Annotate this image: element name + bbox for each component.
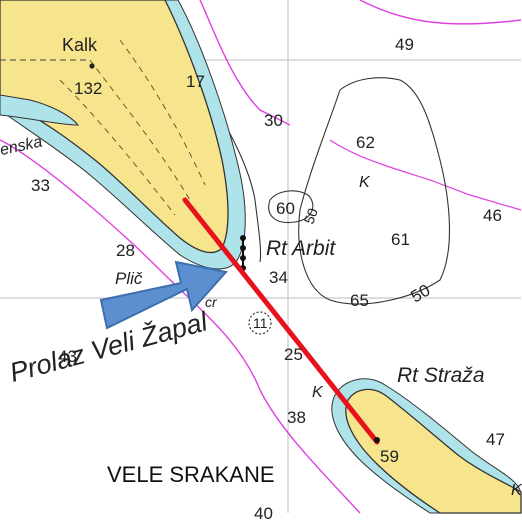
navigation-light-marker [240, 245, 246, 251]
place-name-fragment-cr: cr [205, 294, 217, 310]
depth-sounding: 132 [74, 79, 103, 98]
depth-sounding: 40 [254, 504, 273, 523]
depth-contour-50-right [298, 77, 450, 305]
depth-sounding: 65 [350, 291, 369, 310]
seabed-mark: K [312, 384, 323, 401]
depth-sounding: 59 [380, 447, 399, 466]
place-name-rt-arbit: Rt Arbit [266, 237, 336, 260]
red-route-line [182, 197, 380, 445]
place-name-rt-strazha: Rt Straža [397, 364, 485, 387]
seabed-mark: K [359, 174, 370, 191]
depth-sounding: 28 [116, 241, 135, 260]
depth-sounding: 38 [287, 408, 306, 427]
depth-sounding: 43 [58, 347, 77, 366]
magenta-line-upper [199, 0, 291, 126]
navigation-light-marker [240, 235, 246, 241]
magenta-line-right [329, 139, 522, 211]
route-end-point [374, 437, 380, 443]
north-island-land [0, 0, 229, 254]
depth-sounding: 30 [264, 111, 283, 130]
place-name-fragment-plic: Plič [115, 269, 143, 288]
west-islet-shallows [0, 94, 80, 126]
depth-sounding: 61 [391, 230, 410, 249]
depth-sounding: 47 [486, 430, 505, 449]
summit-point [89, 63, 95, 69]
depth-sounding: 17 [186, 72, 205, 91]
depth-sounding: 11 [253, 315, 268, 331]
rock-danger-circle [248, 311, 272, 335]
island-relief-3 [119, 39, 206, 186]
place-name-kalk: Kalk [62, 35, 98, 55]
blue-arrow [99, 260, 228, 330]
place-name-vele-srakane: VELE SRAKANE [107, 462, 275, 487]
navigation-light-marker [240, 255, 246, 261]
south-island-land [345, 388, 522, 514]
depth-sounding: 46 [483, 206, 502, 225]
depth-sounding: 33 [31, 176, 50, 195]
depth-contour-50-small [268, 190, 314, 224]
seabed-mark: K [511, 482, 522, 499]
magenta-line-lower [0, 139, 361, 514]
depth-sounding: 49 [395, 35, 414, 54]
magenta-line-top [359, 0, 522, 25]
depth-sounding: 25 [284, 345, 303, 364]
depth-sounding: 34 [269, 268, 288, 287]
depth-sounding: 60 [276, 199, 295, 218]
island-relief-2 [59, 79, 176, 216]
depth-sounding: 62 [356, 133, 375, 152]
